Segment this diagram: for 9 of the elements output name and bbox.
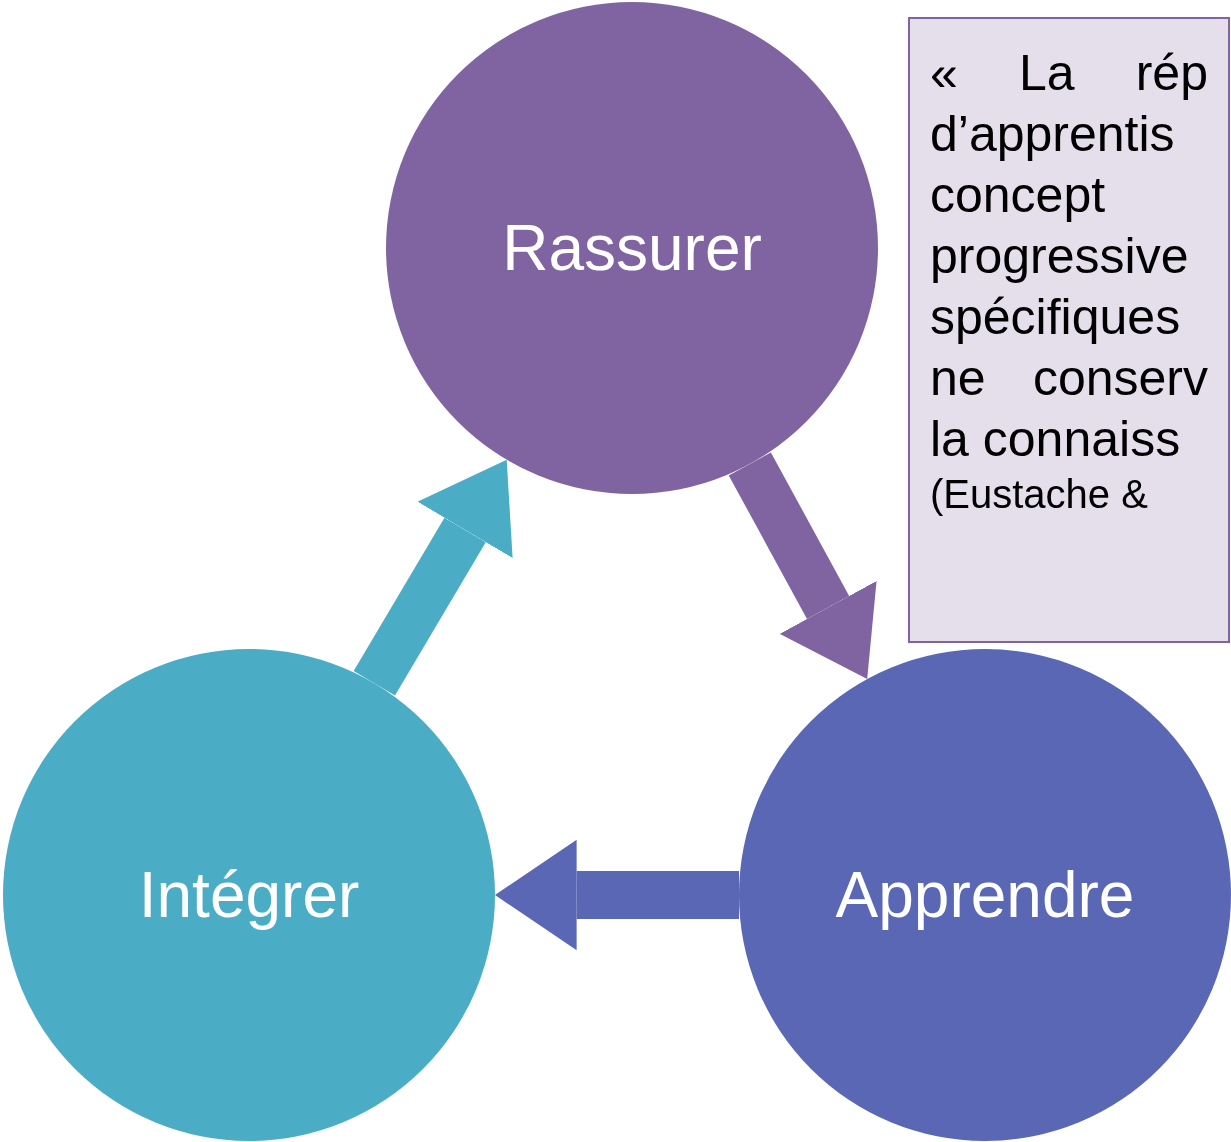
circle-label: Rassurer xyxy=(502,211,762,286)
circle-label: Intégrer xyxy=(138,858,360,933)
block-arrow xyxy=(728,452,877,680)
block-arrow xyxy=(495,839,739,951)
circle-label: Apprendre xyxy=(835,858,1135,933)
block-arrow xyxy=(353,459,513,696)
quote-box xyxy=(908,17,1230,643)
quote-text: « La rép d’apprentis concept progressive spécifiques ne conserv la connaiss xyxy=(930,44,1208,469)
citation-text: (Eustache & xyxy=(930,471,1149,518)
